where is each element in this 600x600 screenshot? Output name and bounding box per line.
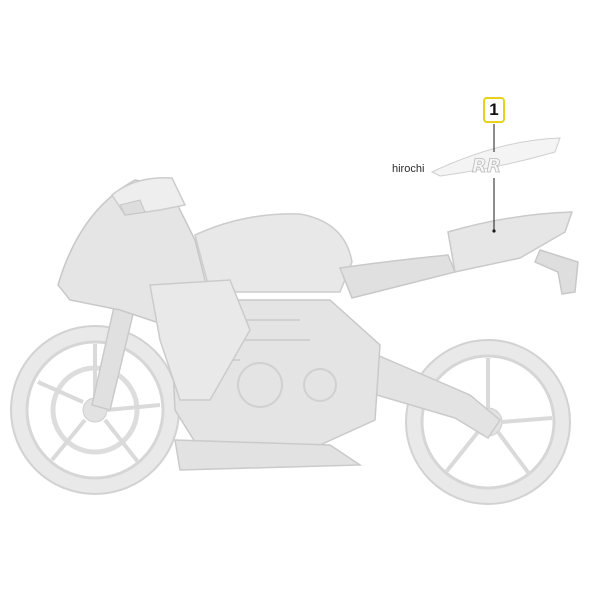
front-wheel	[10, 325, 180, 495]
watermark-text: hirochi	[392, 163, 425, 175]
callout-number-badge: 1	[483, 97, 505, 123]
fuel-tank	[194, 213, 353, 293]
rr-decal-outline	[430, 137, 561, 177]
belly-pan	[174, 439, 363, 471]
leader-dot	[492, 229, 496, 233]
license-plate-bracket	[534, 249, 579, 295]
tail-section	[447, 211, 574, 273]
side-fairing-panel	[149, 279, 251, 401]
rr-decal-lettering: RR	[472, 155, 501, 177]
mirror	[119, 199, 146, 216]
rr-decal: RR	[430, 137, 561, 177]
rider-seat	[338, 254, 457, 299]
